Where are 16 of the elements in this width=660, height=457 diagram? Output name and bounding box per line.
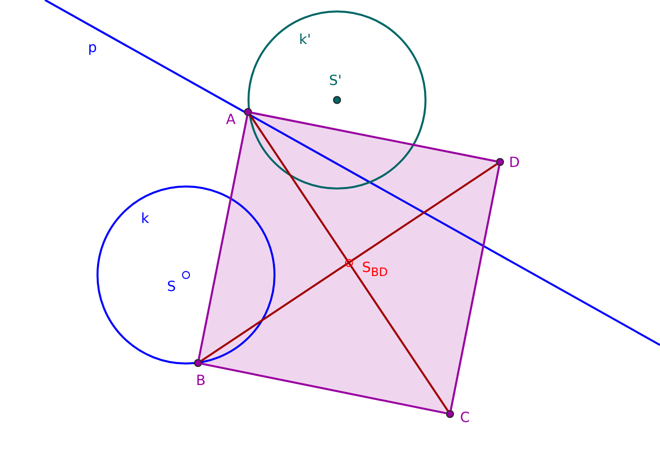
line-segment (198, 116, 248, 360)
line-segment (202, 362, 446, 414)
point-label: D (509, 155, 520, 171)
circle-label: k (141, 211, 150, 227)
line-label: p (88, 40, 97, 56)
point-label: C (460, 410, 470, 426)
point-label: A (226, 112, 236, 128)
circle-label: k' (299, 32, 311, 48)
point-label: S (167, 279, 176, 295)
line-segment (252, 112, 496, 162)
point-label: S' (329, 73, 342, 89)
point-label: S$_{BD}$ (362, 260, 388, 280)
line-segment (200, 163, 498, 362)
line-segment (450, 166, 500, 410)
line-segment (249, 114, 449, 412)
point-label: B (196, 373, 206, 389)
